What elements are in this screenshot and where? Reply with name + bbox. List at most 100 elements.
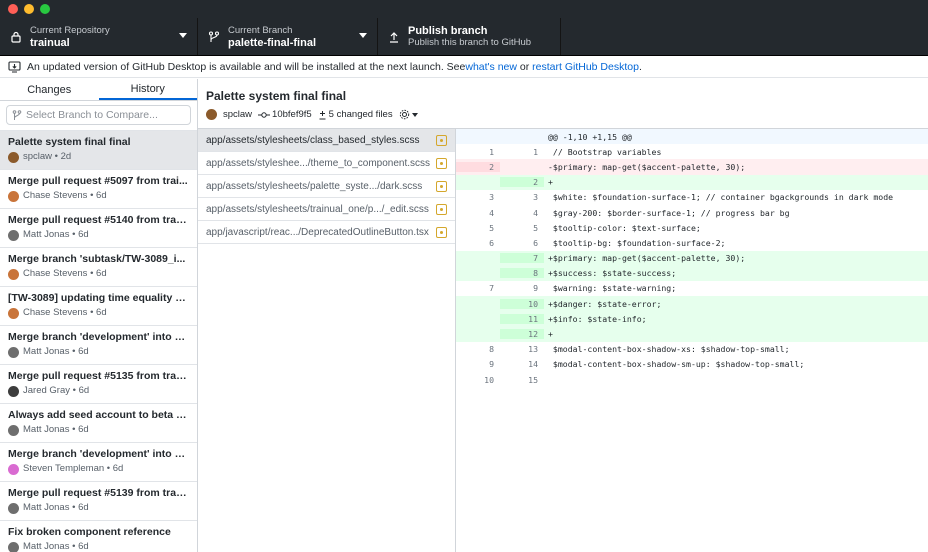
tab-history[interactable]: History <box>98 79 197 100</box>
minimize-window-button[interactable] <box>24 4 34 14</box>
diff-code: $tooltip-bg: $foundation-surface-2; <box>548 237 726 248</box>
old-line-number: 3 <box>489 192 494 203</box>
modified-icon <box>436 180 447 192</box>
old-line-number: 2 <box>456 161 500 172</box>
avatar <box>8 268 19 280</box>
old-line-number: 9 <box>489 359 494 370</box>
diff-line[interactable]: 2 -$primary: map-get($accent-palette, 30)… <box>456 159 928 175</box>
commit-list-item[interactable]: Merge pull request #5135 from train...Ja… <box>0 365 197 404</box>
commit-item-title: Merge branch 'development' into su... <box>8 448 189 460</box>
compare-branch-area <box>0 101 197 131</box>
whats-new-link[interactable]: what's new <box>465 60 517 73</box>
commit-sha-group[interactable]: 10bfef9f5 <box>258 109 312 120</box>
diff-code: // Bootstrap variables <box>548 146 662 157</box>
avatar <box>8 463 19 475</box>
commit-header: Palette system final final spclaw 10bfef… <box>198 79 928 129</box>
commit-item-title: [TW-3089] updating time equality c... <box>8 292 189 304</box>
commit-item-meta: Matt Jonas • 6d <box>8 540 189 552</box>
close-window-button[interactable] <box>8 4 18 14</box>
diff-hunk-header[interactable]: @@ -1,10 +1,15 @@ <box>456 129 928 145</box>
new-line-number: 15 <box>528 374 538 385</box>
commit-list-item[interactable]: Merge branch 'development' into su...Ste… <box>0 443 197 482</box>
commit-list-item[interactable]: [TW-3089] updating time equality c...Cha… <box>0 287 197 326</box>
avatar <box>8 229 19 241</box>
file-path: app/javascript/reac.../DeprecatedOutline… <box>206 226 429 238</box>
commit-item-meta: Chase Stevens • 6d <box>8 267 189 281</box>
diff-code: -$primary: map-get($accent-palette, 30); <box>548 161 746 172</box>
changed-files-count: 5 changed files <box>328 109 393 120</box>
diff-settings-button[interactable] <box>399 109 418 120</box>
update-banner: An updated version of GitHub Desktop is … <box>0 56 928 78</box>
commit-list-item[interactable]: Always add seed account to beta gr...Mat… <box>0 404 197 443</box>
desktop-update-icon <box>8 60 21 73</box>
changed-file-item[interactable]: app/assets/stylesheets/class_based_style… <box>198 129 455 152</box>
diff-code: $modal-content-box-shadow-sm-up: $shadow… <box>548 359 805 370</box>
commit-list-item[interactable]: Merge pull request #5139 from train...Ma… <box>0 482 197 521</box>
commit-list-item[interactable]: Merge pull request #5140 from train...Ma… <box>0 209 197 248</box>
banner-text: An updated version of GitHub Desktop is … <box>27 60 466 73</box>
old-line-number: 7 <box>489 283 494 294</box>
diff-line[interactable]: 12+ <box>456 326 928 342</box>
diff-code: +$success: $state-success; <box>548 268 677 279</box>
avatar <box>8 424 19 436</box>
changed-file-item[interactable]: app/javascript/reac.../DeprecatedOutline… <box>198 221 455 244</box>
file-path: app/assets/stylesheets/class_based_style… <box>206 134 420 146</box>
diff-line[interactable]: 11 +$info: $state-info; <box>456 311 928 327</box>
diff-line[interactable]: 8+$success: $state-success; <box>456 265 928 281</box>
commit-list-item[interactable]: Merge branch 'subtask/TW-3089_i...Chase … <box>0 248 197 287</box>
new-line-number: 12 <box>500 329 544 340</box>
avatar <box>8 151 19 163</box>
new-line-number: 7 <box>500 253 544 264</box>
old-line-number: 1 <box>489 146 494 157</box>
diff-icon <box>319 110 326 119</box>
current-repository-button[interactable]: Current Repository trainual <box>0 18 198 55</box>
commit-author: spclaw <box>223 109 253 120</box>
banner-text-end: . <box>638 60 642 73</box>
compare-branch-input[interactable] <box>26 109 186 121</box>
zoom-window-button[interactable] <box>40 4 50 14</box>
diff-code: $modal-content-box-shadow-xs: $shadow-to… <box>548 344 790 355</box>
publish-branch-button[interactable]: Publish branch Publish this branch to Gi… <box>378 18 561 55</box>
old-line-number: 4 <box>489 207 494 218</box>
diff-code: +$info: $state-info; <box>548 313 647 324</box>
tab-changes[interactable]: Changes <box>27 83 72 96</box>
changed-file-item[interactable]: app/assets/styleshee.../theme_to_compone… <box>198 152 455 175</box>
compare-branch-field[interactable] <box>6 105 191 125</box>
diff-code: + <box>548 177 553 188</box>
file-path: app/assets/stylesheets/trainual_one/p...… <box>206 203 429 215</box>
commit-item-title: Merge pull request #5097 from trai... <box>8 175 188 187</box>
restart-github-desktop-link[interactable]: restart GitHub Desktop <box>532 60 639 73</box>
diff-line[interactable]: 2+ <box>456 174 928 190</box>
commit-item-title: Merge pull request #5139 from train... <box>8 487 189 499</box>
diff-line[interactable]: 7+$primary: map-get($accent-palette, 30)… <box>456 250 928 266</box>
changed-file-item[interactable]: app/assets/stylesheets/palette_syste.../… <box>198 175 455 198</box>
current-branch-button[interactable]: Current Branch palette-final-final <box>198 18 378 55</box>
commit-list-item[interactable]: Merge branch 'development' into su...Mat… <box>0 326 197 365</box>
sidebar: Changes History Palette system final fin… <box>0 79 198 552</box>
new-line-number: 2 <box>500 177 544 188</box>
commit-item-title: Always add seed account to beta gr... <box>8 409 189 421</box>
commit-item-author: Chase Stevens • 6d <box>23 190 107 201</box>
commit-list-item[interactable]: Merge pull request #5097 from trai... Cha… <box>0 170 197 209</box>
new-line-number: 11 <box>500 313 544 324</box>
publish-branch-description: Publish this branch to GitHub <box>408 36 532 48</box>
diff-line[interactable]: 10+$danger: $state-error; <box>456 296 928 312</box>
changed-file-item[interactable]: app/assets/stylesheets/trainual_one/p...… <box>198 198 455 221</box>
banner-text-middle: or <box>516 60 533 73</box>
chevron-down-icon <box>411 112 418 117</box>
commit-icon <box>258 111 271 118</box>
chevron-down-icon <box>359 33 367 38</box>
commit-item-meta: Chase Stevens • 6d <box>8 189 189 203</box>
modified-icon <box>436 157 447 169</box>
